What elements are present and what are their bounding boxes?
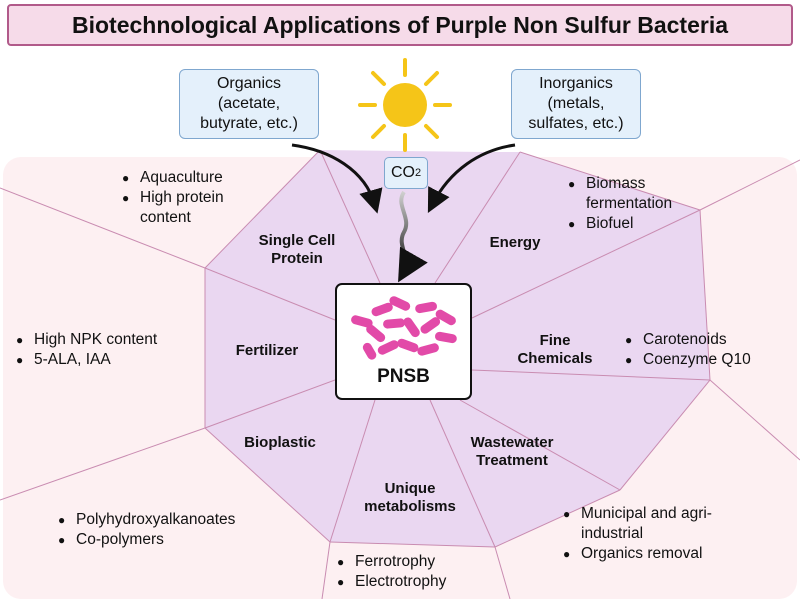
label-bioplastic-line-1: Bioplastic (244, 434, 316, 451)
bullet-item: Electrotrophy (337, 572, 497, 592)
label-unique-metabolisms: Unique metabolisms (350, 480, 470, 516)
label-single-cell-protein: Single Cell Protein (232, 232, 362, 268)
label-scp-line-2: Protein (271, 250, 323, 267)
label-bioplastic: Bioplastic (235, 434, 325, 452)
inorganics-box: Inorganics (metals, sulfates, etc.) (511, 69, 641, 139)
bullet-item: 5-ALA, IAA (16, 350, 206, 370)
label-scp-line-1: Single Cell (258, 232, 336, 249)
co2-label: CO (390, 164, 415, 181)
bullet-item: Polyhydroxyalkanoates (58, 510, 288, 530)
label-energy: Energy (470, 234, 560, 252)
inorganics-line-1: Inorganics (539, 75, 613, 92)
label-fc-line-2: Chemicals (517, 350, 593, 367)
bioplastic-bullets: Polyhydroxyalkanoates Co-polymers (58, 510, 288, 550)
bullet-item: Ferrotrophy (337, 552, 497, 572)
label-um-line-2: metabolisms (364, 498, 456, 515)
co2-subscript: 2 (414, 167, 422, 179)
organics-line-2: (acetate, (217, 95, 281, 112)
bullet-item: Aquaculture (122, 168, 282, 188)
label-fertilizer-line-1: Fertilizer (235, 342, 299, 359)
bullet-line: Biomass (586, 175, 646, 192)
bullet-line: fermentation (586, 195, 673, 212)
unique-metabolisms-bullets: Ferrotrophy Electrotrophy (337, 552, 497, 592)
label-fine-chemicals: Fine Chemicals (500, 332, 610, 368)
fertilizer-bullets: High NPK content 5-ALA, IAA (16, 330, 206, 370)
label-wastewater: Wastewater Treatment (457, 434, 567, 470)
sun-icon (358, 58, 452, 152)
pnsb-label: PNSB (377, 366, 430, 387)
bullet-line: High protein (140, 189, 224, 206)
inorganics-line-2: (metals, (547, 95, 605, 112)
bullet-item: Organics removal (563, 544, 763, 564)
pnsb-box: PNSB (335, 283, 472, 400)
bullet-item: Carotenoids (625, 330, 795, 350)
bullet-item: Municipal and agri-industrial (563, 504, 763, 544)
bullet-item: Co-polymers (58, 530, 288, 550)
organics-box: Organics (acetate, butyrate, etc.) (179, 69, 319, 139)
label-fertilizer: Fertilizer (222, 342, 312, 360)
organics-arrow (291, 143, 383, 214)
label-ww-line-2: Treatment (476, 452, 548, 469)
bacteria-icon (351, 296, 457, 360)
bullet-line: industrial (581, 525, 644, 542)
bullet-item: Biofuel (568, 214, 728, 234)
bullet-line: Municipal and agri- (581, 505, 712, 522)
organics-line-3: butyrate, etc.) (200, 115, 298, 132)
bullet-item: High NPK content (16, 330, 206, 350)
bullet-item: Biomass fermentation (568, 174, 728, 214)
energy-bullets: Biomass fermentation Biofuel (568, 174, 728, 234)
inorganics-line-3: sulfates, etc.) (528, 115, 624, 132)
label-energy-line-1: Energy (489, 234, 541, 251)
bullet-line: content (140, 209, 191, 226)
label-um-line-1: Unique (384, 480, 436, 497)
label-fc-line-1: Fine (539, 332, 571, 349)
page-title: Biotechnological Applications of Purple … (7, 4, 793, 46)
label-ww-line-1: Wastewater (470, 434, 554, 451)
inorganics-arrow (427, 143, 516, 214)
scp-bullets: Aquaculture High protein content (122, 168, 282, 228)
fine-chemicals-bullets: Carotenoids Coenzyme Q10 (625, 330, 795, 370)
bullet-item: Coenzyme Q10 (625, 350, 795, 370)
wastewater-bullets: Municipal and agri-industrial Organics r… (563, 504, 763, 564)
organics-line-1: Organics (216, 75, 281, 92)
bullet-item: High protein content (122, 188, 282, 228)
co2-arrow (398, 190, 428, 283)
